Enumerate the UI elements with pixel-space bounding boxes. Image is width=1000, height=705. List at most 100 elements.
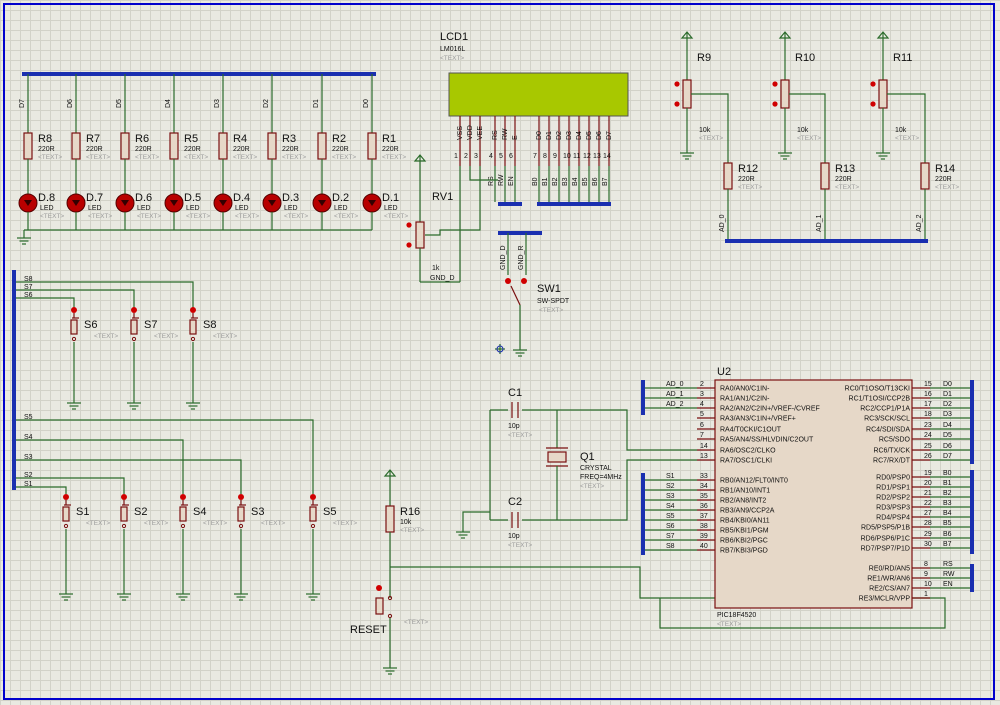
button-S5[interactable]: S5<TEXT> <box>309 494 357 529</box>
button-S1[interactable]: S1<TEXT> <box>62 494 110 529</box>
text-placeholder: <TEXT> <box>935 184 959 191</box>
microcontroller-u2[interactable]: U2PIC18F4520<TEXT>2RA0/AN0/C1IN-AD_03RA1… <box>641 366 974 628</box>
button-S7[interactable]: S7<TEXT> <box>130 307 178 342</box>
led-arrow <box>170 200 178 206</box>
wire <box>469 166 498 181</box>
reset-ref: RESET <box>350 624 387 636</box>
text-placeholder: <TEXT> <box>154 333 178 340</box>
mcu-pin-number: 14 <box>700 443 708 450</box>
wire <box>789 93 826 163</box>
resistor-ref: R12 <box>738 163 758 175</box>
mcu-net-label: S3 <box>666 493 675 500</box>
ground-symbol <box>127 395 141 410</box>
led-bank: D7R8220R<TEXT>D.8LED<TEXT>D6R7220R<TEXT>… <box>17 72 408 245</box>
lcd-display[interactable]: LCD1LM016L<TEXT>VSS1VDD2VEE3RS4RW5E6D07D… <box>440 31 629 206</box>
reset-button[interactable]: RESET<TEXT> <box>350 585 428 636</box>
switch-net: GND_R <box>518 245 525 270</box>
mcu-pin-name: RA0/AN0/C1IN- <box>720 386 770 393</box>
pot-dot <box>870 81 876 87</box>
lcd-bus-label: B5 <box>582 177 589 186</box>
mcu-pin-number: 17 <box>924 401 932 408</box>
lcd-pin-name: D2 <box>556 131 563 140</box>
text-placeholder: <TEXT> <box>203 520 227 527</box>
bus-net-label: S2 <box>24 472 33 479</box>
ground-symbol <box>513 342 527 357</box>
lcd-screen[interactable] <box>448 72 629 117</box>
button-S4[interactable]: S4<TEXT> <box>179 494 227 529</box>
text-placeholder: <TEXT> <box>382 154 406 161</box>
led-arrow <box>219 200 227 206</box>
mcu-pin-name: RC6/TX/CK <box>873 448 910 455</box>
button-body <box>120 506 128 522</box>
mcu-net-label: S6 <box>666 523 675 530</box>
lcd-pin-number: 9 <box>553 153 557 160</box>
resistor-value: 220R <box>738 176 755 183</box>
button-S2[interactable]: S2<TEXT> <box>120 494 168 529</box>
bus-net-label: D6 <box>67 99 74 108</box>
pot-net: GND_D <box>430 275 455 282</box>
led-arrow <box>318 200 326 206</box>
mcu-pin-name: RD5/PSP5/P1B <box>861 525 910 532</box>
bus-net-label: D2 <box>263 99 270 108</box>
button-S3[interactable]: S3<TEXT> <box>237 494 285 529</box>
mcu-pin-name: RB7/KBI3/PGD <box>720 548 768 555</box>
lcd-ref: LCD1 <box>440 31 468 43</box>
led-ref: D.1 <box>382 192 399 204</box>
text-placeholder: <TEXT> <box>186 213 210 220</box>
button-S6[interactable]: S6<TEXT> <box>70 307 118 342</box>
pot-dot <box>772 101 778 107</box>
mcu-net-label: B1 <box>943 480 952 487</box>
resistor-ref: R4 <box>233 133 247 145</box>
lcd-pin-name: D5 <box>586 131 593 140</box>
ground-symbol <box>306 586 320 601</box>
mcu-pin-number: 13 <box>700 453 708 460</box>
mcu-pin-number: 28 <box>924 520 932 527</box>
mcu-net-label: S2 <box>666 483 675 490</box>
mcu-net-label: D1 <box>943 391 952 398</box>
mcu-pin-number: 9 <box>924 571 928 578</box>
mcu-body[interactable] <box>714 379 913 609</box>
mcu-net-label: D0 <box>943 381 952 388</box>
mcu-net-label: S7 <box>666 533 675 540</box>
wire <box>659 597 946 629</box>
resistor-value: 220R <box>184 146 201 153</box>
button-body <box>189 319 197 335</box>
wire <box>16 289 135 310</box>
resistor-value: 220R <box>935 176 952 183</box>
button-ref: S8 <box>203 319 216 331</box>
lcd-pin-name: D6 <box>596 131 603 140</box>
button-S8[interactable]: S8<TEXT> <box>189 307 237 342</box>
lcd-pin-number: 12 <box>583 153 591 160</box>
